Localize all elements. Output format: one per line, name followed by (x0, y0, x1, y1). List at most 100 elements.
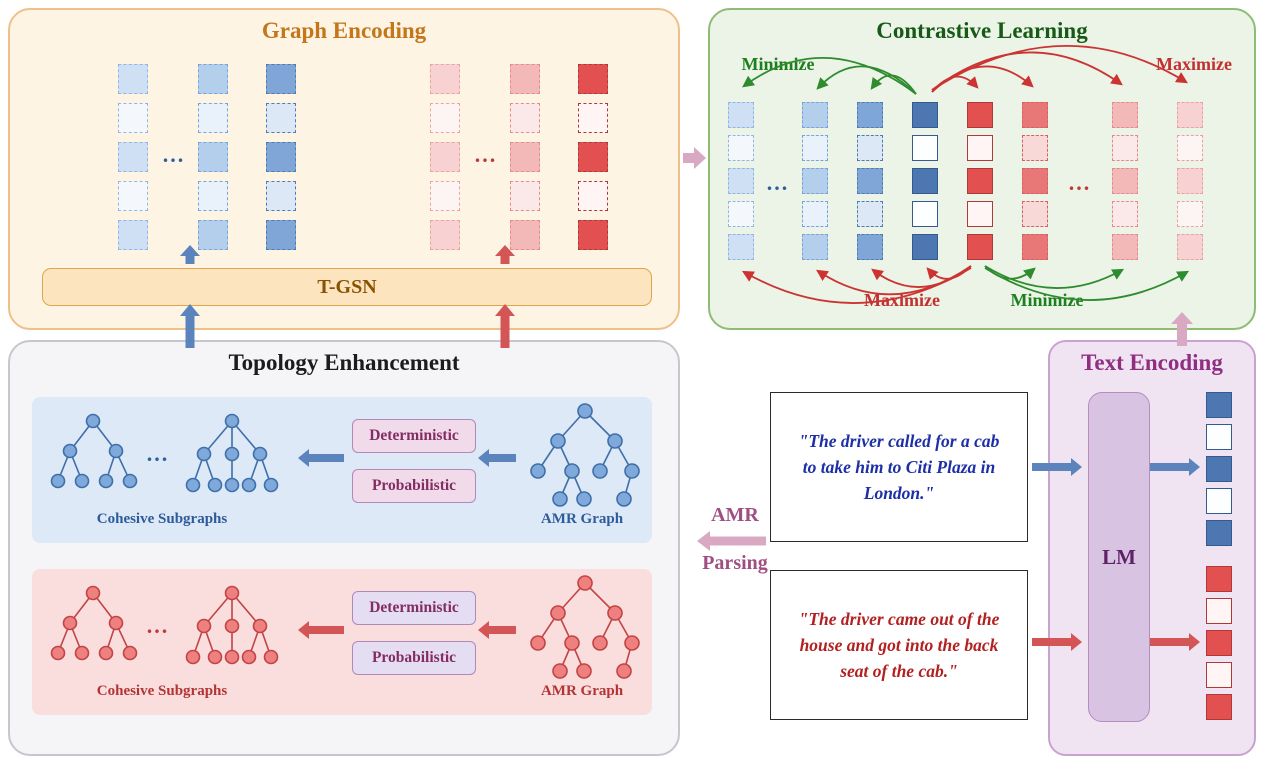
graph-encoding-title: Graph Encoding (261, 18, 427, 43)
vector-cell (1022, 135, 1048, 161)
vector-cell (118, 103, 148, 133)
graph-node (263, 649, 279, 665)
graph-node (576, 491, 592, 507)
vector-cell (967, 168, 993, 194)
graph-node (577, 575, 593, 591)
vector-cell (728, 135, 754, 161)
graph-node (552, 663, 568, 679)
minimize-label-top: Minimize (741, 54, 815, 74)
vector-cell (802, 135, 828, 161)
graph-node (85, 585, 101, 601)
blue-cohesive-subgraphs-label: Cohesive Subgraphs (96, 511, 228, 527)
vector-cell (1206, 488, 1232, 514)
graph-node (224, 446, 240, 462)
vector-cell (1206, 694, 1232, 720)
blue-probabilistic-box: Probabilistic (352, 469, 476, 503)
vector-cell (1206, 392, 1232, 418)
graph-node (550, 433, 566, 449)
blue-topology-track: ... Cohesive Subgraphs Deterministic Pro… (32, 397, 652, 543)
vector-cell (728, 234, 754, 260)
graph-node (592, 635, 608, 651)
vector-cell (198, 103, 228, 133)
vector-cell (1206, 630, 1232, 656)
graph-node (224, 413, 240, 429)
cl-red-column-3 (1177, 102, 1203, 260)
red-amr-graph-label: AMR Graph (540, 683, 624, 699)
graph-node (98, 645, 114, 661)
text-blue-vector (1206, 392, 1232, 546)
cl-blue-anchor-column (912, 102, 938, 260)
graph-node (224, 585, 240, 601)
tgsn-encoder-box: T-GSN (42, 268, 652, 306)
vector-cell (857, 234, 883, 260)
graph-node (196, 618, 212, 634)
graph-node (577, 403, 593, 419)
vector-cell (1022, 168, 1048, 194)
blue-amr-graph-label: AMR Graph (540, 511, 624, 527)
minimize-label-bottom: Minimize (1010, 290, 1084, 310)
graph-node (185, 649, 201, 665)
vector-cell (510, 220, 540, 250)
graph-node (530, 635, 546, 651)
vector-cell (857, 135, 883, 161)
vector-cell (198, 181, 228, 211)
contrastive-learning-title: Contrastive Learning (876, 18, 1088, 43)
blue-amr-graph-tree (530, 403, 640, 507)
vector-cell (430, 181, 460, 211)
graph-node (108, 615, 124, 631)
vector-cell (967, 201, 993, 227)
vector-cell (198, 220, 228, 250)
blue-embedding-ellipsis: ... (162, 142, 186, 167)
blue-subgraphs-ellipsis: ... (146, 441, 170, 466)
vector-cell (802, 102, 828, 128)
graph-node (607, 605, 623, 621)
cl-red-column-1 (1022, 102, 1048, 260)
lm-label: LM (1102, 544, 1136, 569)
graph-node (607, 433, 623, 449)
vector-cell (198, 64, 228, 94)
vector-cell (1112, 135, 1138, 161)
graph-node (252, 618, 268, 634)
red-subgraphs-ellipsis: ... (146, 613, 170, 638)
vector-cell (1112, 102, 1138, 128)
cl-blue-column-3 (857, 102, 883, 260)
vector-cell (266, 181, 296, 211)
vector-cell (912, 135, 938, 161)
blue-cohesive-subgraph-tree-1 (50, 413, 138, 489)
cl-blue-column-2 (802, 102, 828, 260)
vector-cell (912, 234, 938, 260)
vector-cell (728, 102, 754, 128)
graph-node (241, 477, 257, 493)
vector-cell (118, 64, 148, 94)
graph-node (530, 463, 546, 479)
vector-cell (1112, 234, 1138, 260)
blue-embedding-column-1 (118, 64, 148, 250)
vector-cell (967, 234, 993, 260)
red-amr-graph-tree (530, 575, 640, 679)
vector-cell (118, 181, 148, 211)
contrastive-learning-panel: Contrastive Learning Minimize Maximize .… (708, 8, 1256, 330)
blue-cohesive-subgraph-tree-2 (185, 413, 279, 493)
cl-red-anchor-column (967, 102, 993, 260)
vector-cell (802, 168, 828, 194)
graph-node (50, 473, 66, 489)
graph-node (592, 463, 608, 479)
graph-node (74, 645, 90, 661)
vector-cell (1022, 102, 1048, 128)
graph-node (550, 605, 566, 621)
graph-encoding-panel: Graph Encoding ... ... T-GSN (8, 8, 680, 330)
vector-cell (1112, 168, 1138, 194)
graph-node (616, 491, 632, 507)
vector-cell (1177, 201, 1203, 227)
amr-parsing-label-line2: Parsing (702, 552, 768, 574)
vector-cell (578, 64, 608, 94)
vector-cell (430, 103, 460, 133)
graph-node (624, 463, 640, 479)
graph-node (241, 649, 257, 665)
vector-cell (1022, 234, 1048, 260)
vector-cell (1206, 456, 1232, 482)
vector-cell (430, 220, 460, 250)
vector-cell (510, 181, 540, 211)
text-red-vector (1206, 566, 1232, 720)
